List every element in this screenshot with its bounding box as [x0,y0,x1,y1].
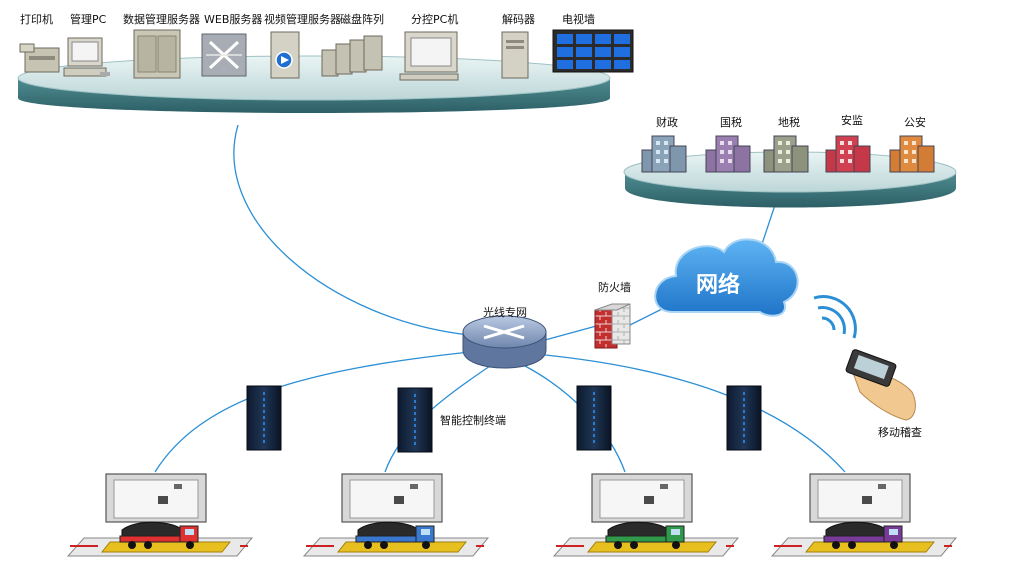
printer-icon [19,43,60,73]
label-printer: 打印机 [20,12,53,26]
truck-wheel [672,541,680,549]
booth-window [113,479,199,519]
label-disk-array: 磁盘阵列 [340,12,384,26]
weigh-station-4 [770,473,958,557]
label-local-tax: 地税 [778,115,800,129]
label-firewall: 防火墙 [598,280,631,294]
monitor-icon [158,496,168,504]
scale-plate [586,541,718,553]
truck-body [355,535,421,543]
sub-pc-icon [399,31,459,81]
video-server-icon [270,31,300,79]
scale-plate [100,541,232,553]
router-icon [462,315,547,369]
label-national-tax: 国税 [720,115,742,129]
truck-wheel [832,541,840,549]
label-safety: 安监 [841,113,863,127]
truck-wheel [890,541,898,549]
truck-body [119,535,185,543]
terminal-rack-3-icon [576,385,612,451]
truck-window [671,529,680,535]
booth-window [349,479,435,519]
building-local-tax-icon [763,135,809,173]
weigh-station-1 [66,473,254,557]
truck-wheel [144,541,152,549]
camera-icon [174,484,182,489]
monitor-icon [394,496,404,504]
camera-icon [660,484,668,489]
label-mobile-inspection: 移动稽查 [878,425,922,439]
booth-window [817,479,903,519]
truck-wheel [364,541,372,549]
wifi-signal-icon [813,295,857,339]
terminal-rack-2-icon [397,387,433,453]
label-police: 公安 [904,115,926,129]
label-web-server: WEB服务器 [204,13,262,26]
truck-body [605,535,671,543]
building-safety-icon [825,135,871,173]
booth-window [599,479,685,519]
terminal-rack-4-icon [726,385,762,451]
label-control-terminal: 智能控制终端 [440,413,506,427]
db-server-icon [133,29,181,79]
label-db-server: 数据管理服务器 [123,12,200,26]
truck-wheel [186,541,194,549]
weigh-stations [66,473,958,557]
monitor-icon [862,496,872,504]
building-finance-icon [641,135,687,173]
label-video-server: 视频管理服务器 [264,12,341,26]
label-admin-pc: 管理PC [70,12,107,26]
tv-wall-icon [552,29,634,73]
label-decoder: 解码器 [502,12,535,26]
camera-icon [878,484,886,489]
label-finance: 财政 [656,115,678,129]
truck-wheel [848,541,856,549]
admin-pc-icon [63,37,110,77]
truck-wheel [380,541,388,549]
label-sub-pc: 分控PC机 [411,12,458,26]
scale-plate [804,541,936,553]
terminal-rack-1-icon [246,385,282,451]
monitor-icon [644,496,654,504]
handheld-device-icon [845,349,916,421]
scale-plate [336,541,468,553]
truck-wheel [630,541,638,549]
truck-wheel [614,541,622,549]
label-fiber-network: 光线专网 [483,305,527,319]
camera-icon [410,484,418,489]
truck-window [889,529,898,535]
web-server-icon [201,33,247,77]
truck-window [421,529,430,535]
cloud-label: 网络 [696,272,740,298]
building-national-tax-icon [705,135,751,173]
building-police-icon [889,135,935,173]
cloud-icon [654,238,799,317]
weigh-station-2 [302,473,490,557]
label-tv-wall: 电视墙 [562,12,595,26]
truck-wheel [128,541,136,549]
decoder-icon [501,31,529,79]
weigh-station-3 [552,473,740,557]
disk-array-icon [321,35,383,77]
truck-wheel [422,541,430,549]
link-platform-router [233,124,471,336]
truck-body [823,535,889,543]
firewall-icon [594,303,631,349]
truck-window [185,529,194,535]
link-router-firewall [544,324,601,341]
